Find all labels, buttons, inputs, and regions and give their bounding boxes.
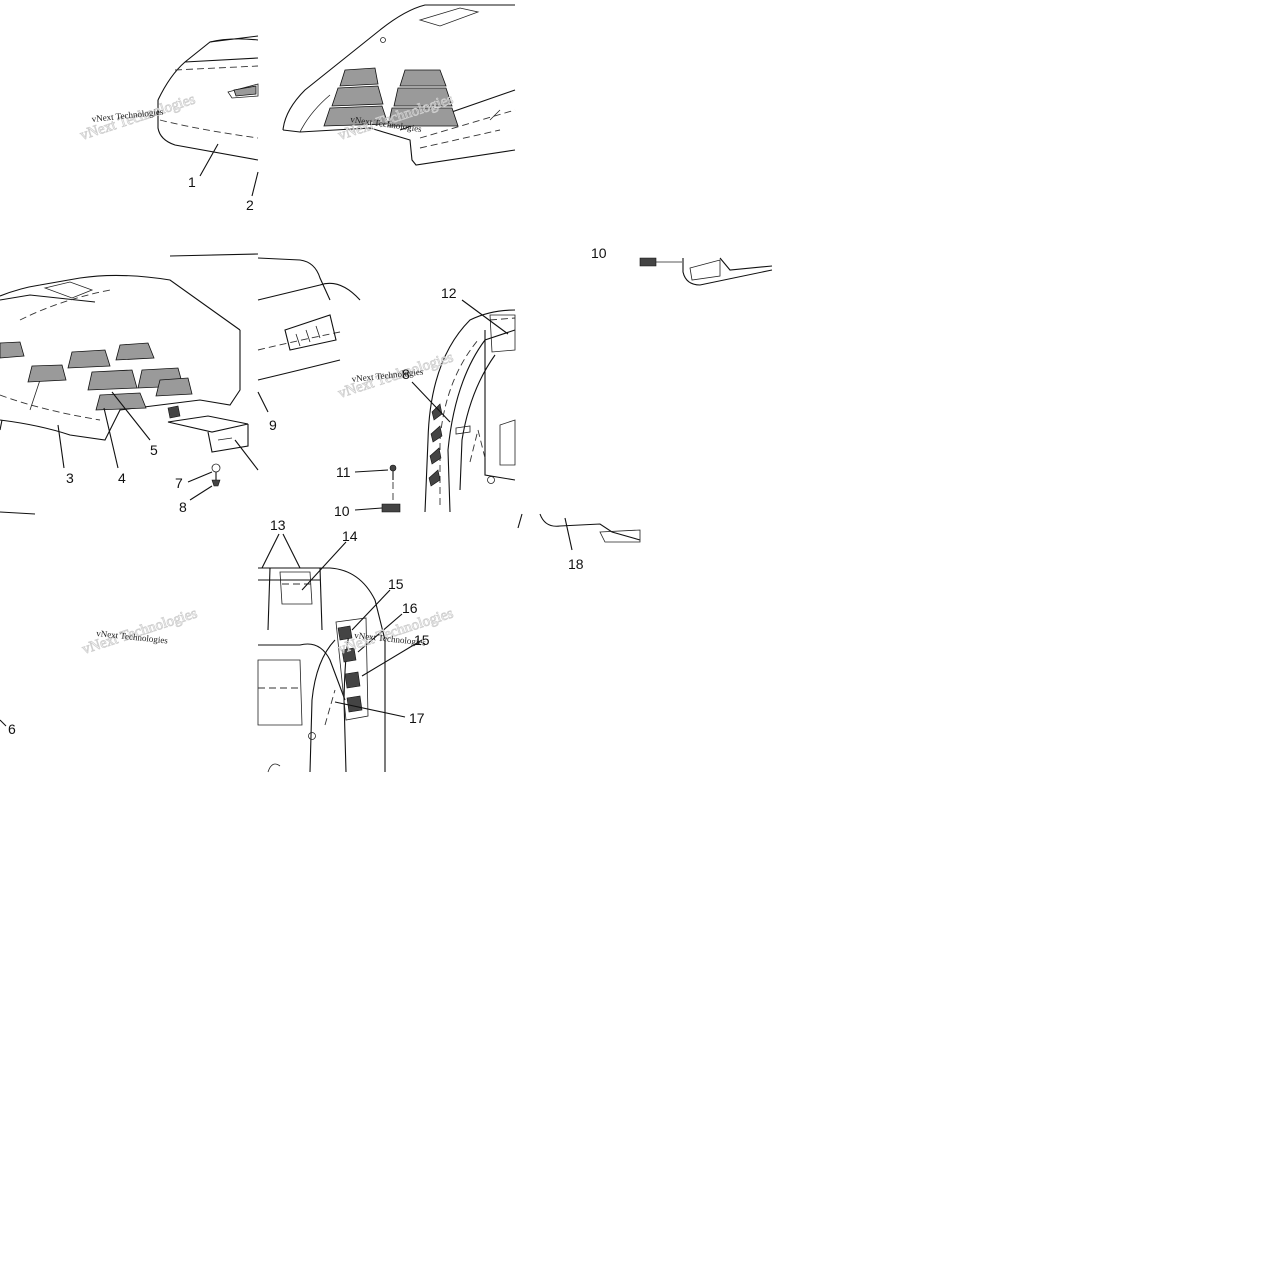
side-panel-drawing [257,257,516,513]
fender-fragment-bottom [517,513,641,551]
callout-labels: 1 2 3 4 5 6 7 8 8 9 10 10 11 12 13 14 15… [8,174,607,737]
callout-7: 7 [175,475,183,491]
callout-15-fragment: 15 [414,632,430,648]
callout-6: 6 [8,721,16,737]
louver-detail-drawing [257,533,423,773]
callout-9: 9 [269,417,277,433]
hood-top-view-drawing [282,4,516,166]
watermark: vNext Technologies vNext Technologies vN… [78,91,456,658]
leader-line-6 [0,719,7,727]
callout-2: 2 [246,197,254,213]
fender-fragment-top [639,257,773,286]
callout-11: 11 [336,464,351,480]
callout-16: 16 [402,600,418,616]
callout-12: 12 [441,285,457,301]
hood-assembly-drawing [0,253,259,515]
callout-17: 17 [409,710,425,726]
callout-10-fragment: 10 [591,245,607,261]
callout-8: 8 [179,499,187,515]
callout-14: 14 [342,528,358,544]
callout-10: 10 [334,503,350,519]
callout-3: 3 [66,470,74,486]
callout-8-side: 8 [402,366,410,382]
hood-front-panel-drawing [157,35,259,197]
callout-5: 5 [150,442,158,458]
callout-13: 13 [270,517,286,533]
callout-18: 18 [568,556,584,572]
callout-1: 1 [188,174,196,190]
callout-4: 4 [118,470,126,486]
callout-15: 15 [388,576,404,592]
